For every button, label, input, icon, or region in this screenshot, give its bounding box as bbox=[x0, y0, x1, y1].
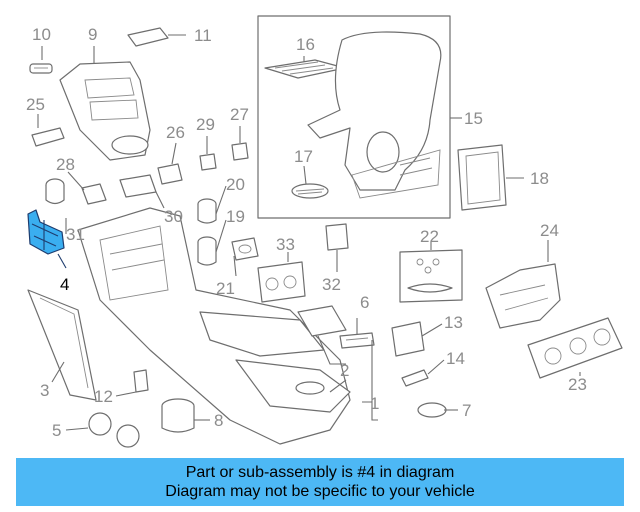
callout-labels: 1 2 3 4 5 6 7 8 9 10 11 12 13 14 15 16 1… bbox=[26, 25, 587, 440]
part-21-switch[interactable] bbox=[231, 237, 259, 261]
part-5-mat[interactable] bbox=[88, 412, 140, 448]
part-11-trim-cover[interactable] bbox=[127, 27, 169, 47]
part-14-plate[interactable] bbox=[401, 369, 429, 387]
callout-4: 4 bbox=[60, 275, 69, 294]
callout-17: 17 bbox=[294, 147, 313, 166]
part-26-switch[interactable] bbox=[157, 163, 183, 185]
part-2-storage-tray[interactable] bbox=[297, 305, 347, 337]
callout-19: 19 bbox=[226, 207, 245, 226]
part-13-bracket[interactable] bbox=[391, 321, 425, 357]
part-19-outlet-sleeve[interactable] bbox=[197, 236, 217, 266]
callout-7: 7 bbox=[462, 401, 471, 420]
part-4-highlighted-bracket[interactable] bbox=[27, 209, 65, 255]
part-10-clip[interactable] bbox=[29, 63, 53, 74]
callout-16: 16 bbox=[296, 35, 315, 54]
part-3-side-panel[interactable] bbox=[27, 289, 97, 401]
callout-27: 27 bbox=[230, 105, 249, 124]
exploded-parts-diagram: 1 2 3 4 5 6 7 8 9 10 11 12 13 14 15 16 1… bbox=[26, 15, 623, 448]
caption-line-2: Diagram may not be specific to your vehi… bbox=[165, 483, 475, 500]
callout-9: 9 bbox=[88, 25, 97, 44]
part-24-bracket-assembly[interactable] bbox=[485, 263, 561, 329]
part-23-climate-control-panel[interactable] bbox=[527, 317, 623, 379]
callout-14: 14 bbox=[446, 349, 465, 368]
callout-24: 24 bbox=[540, 221, 559, 240]
callout-11: 11 bbox=[194, 26, 212, 45]
callout-30: 30 bbox=[164, 207, 183, 226]
callout-28: 28 bbox=[56, 155, 75, 174]
part-9-center-bezel[interactable] bbox=[59, 61, 151, 161]
callout-25: 25 bbox=[26, 95, 45, 114]
part-31-socket[interactable] bbox=[45, 178, 65, 205]
caption-banner: Part or sub-assembly is #4 in diagram Di… bbox=[16, 458, 624, 506]
part-1-center-console[interactable] bbox=[77, 207, 351, 445]
part-20-power-outlet[interactable] bbox=[197, 198, 217, 224]
part-27-button[interactable] bbox=[231, 142, 249, 161]
callout-18: 18 bbox=[530, 169, 549, 188]
part-28-connector[interactable] bbox=[81, 183, 107, 205]
part-32-switch[interactable] bbox=[325, 223, 349, 251]
callout-3: 3 bbox=[40, 381, 49, 400]
part-29-button[interactable] bbox=[199, 153, 217, 171]
part-6-mat[interactable] bbox=[339, 332, 375, 349]
part-22-mat-kit[interactable] bbox=[399, 249, 463, 303]
part-15-armrest-assembly[interactable] bbox=[307, 31, 442, 199]
leader-lines bbox=[37, 34, 581, 431]
callout-1: 1 bbox=[370, 394, 379, 413]
part-17-vent-trim[interactable] bbox=[291, 183, 329, 199]
callout-23: 23 bbox=[568, 375, 587, 394]
callout-26: 26 bbox=[166, 123, 185, 142]
part-8-cup-holder[interactable] bbox=[161, 398, 195, 433]
callout-22: 22 bbox=[420, 227, 439, 246]
part-12-clip[interactable] bbox=[133, 369, 149, 393]
caption-line-1: Part or sub-assembly is #4 in diagram bbox=[185, 464, 455, 481]
callout-8: 8 bbox=[214, 411, 223, 430]
callout-5: 5 bbox=[52, 421, 61, 440]
callout-15: 15 bbox=[464, 109, 483, 128]
callout-13: 13 bbox=[444, 313, 463, 332]
callout-31: 31 bbox=[66, 225, 85, 244]
callout-12: 12 bbox=[94, 387, 113, 406]
part-18-cover[interactable] bbox=[457, 144, 507, 211]
part-30-switch-panel[interactable] bbox=[119, 174, 157, 198]
callout-21: 21 bbox=[216, 279, 235, 298]
callout-6: 6 bbox=[360, 293, 369, 312]
part-33-control-panel[interactable] bbox=[257, 261, 306, 303]
callout-33: 33 bbox=[276, 235, 295, 254]
callout-29: 29 bbox=[196, 115, 215, 134]
part-7-ring[interactable] bbox=[417, 402, 447, 418]
callout-20: 20 bbox=[226, 175, 245, 194]
callout-32: 32 bbox=[322, 275, 341, 294]
part-25-switch[interactable] bbox=[31, 127, 65, 147]
callout-2: 2 bbox=[340, 361, 349, 380]
callout-10: 10 bbox=[32, 25, 51, 44]
